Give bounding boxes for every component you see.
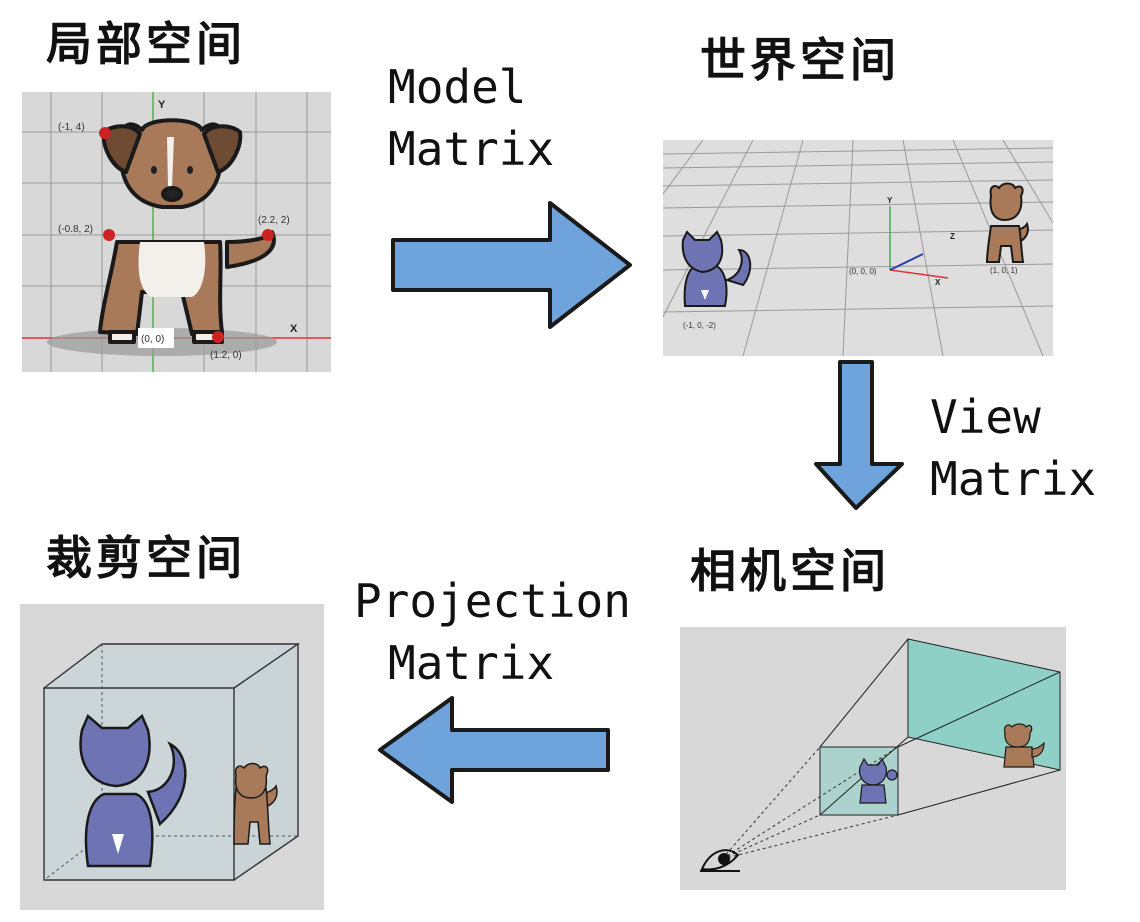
projection-arrow [378,696,610,804]
point-label-0: (-1, 4) [58,122,85,133]
projection-label-line1: Projection [354,574,631,628]
point-label-1: (-0.8, 2) [58,224,93,235]
title-world-space: 世界空间 [700,33,900,87]
point-label-2: (2.2, 2) [258,215,290,226]
view-matrix-label: View Matrix [930,386,1096,510]
world-dog-label: (1, 0, 1) [990,266,1018,275]
local-space-panel: (-1, 4) (-0.8, 2) (2.2, 2) (0, 0) (1.2, … [22,92,331,372]
world-axis-y: Y [887,196,893,205]
dog-figure [98,118,276,344]
dog-figure-camera [1003,723,1045,768]
world-space-panel: Y X Z (0, 0, 0) (1, 0, 1) (-1, 0, -2) [663,140,1053,356]
view-arrow [814,360,904,510]
model-arrow [391,201,632,329]
model-label-line1: Model [388,60,527,114]
cat-figure-camera [859,757,898,804]
title-local-space: 局部空间 [46,17,246,71]
view-label-line1: View [930,390,1041,444]
eye-icon [700,849,740,872]
dog-figure-clip [233,762,278,845]
point-label-4: (1.2, 0) [210,350,242,361]
projection-matrix-label: Projection Matrix [354,570,631,694]
point-label-3: (0, 0) [141,334,164,345]
dog-figure-world [985,182,1029,263]
view-label-line2: Matrix [930,452,1097,506]
world-axis-z: Z [950,232,955,241]
cat-figure-clip [79,713,187,868]
camera-space-panel [680,627,1066,890]
cat-figure-world [681,230,752,307]
axis-y-label: Y [158,99,166,111]
model-label-line2: Matrix [388,122,555,176]
model-matrix-label: Model Matrix [388,56,554,180]
axis-x-label: X [290,323,298,335]
clip-space-panel [20,604,324,910]
projection-label-line2: Matrix [388,636,555,690]
title-camera-space: 相机空间 [690,544,890,598]
world-cat-label: (-1, 0, -2) [683,321,716,330]
world-origin-label: (0, 0, 0) [849,267,877,276]
title-clip-space: 裁剪空间 [46,531,246,585]
world-axis-x: X [935,278,941,287]
